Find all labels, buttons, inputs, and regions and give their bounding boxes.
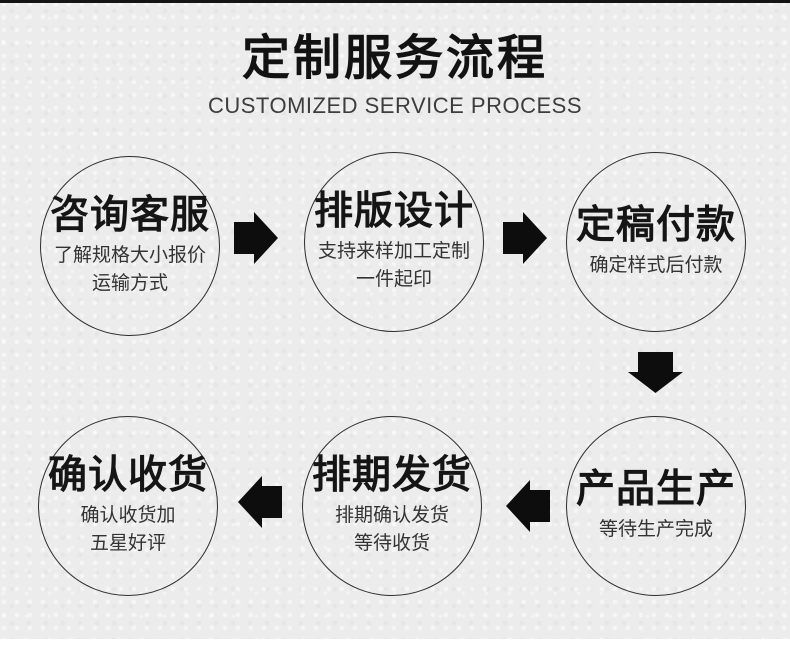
step-title: 咨询客服 (49, 193, 210, 237)
step-title: 排版设计 (313, 189, 474, 233)
step-title: 产品生产 (575, 467, 736, 511)
step-desc-line: 确认收货加 (80, 505, 176, 527)
step-desc-line: 等待收货 (353, 533, 430, 555)
step-circle-consult: 咨询客服 了解规格大小报价 运输方式 (40, 156, 220, 336)
top-border (0, 0, 790, 3)
step-title: 定稿付款 (575, 203, 736, 247)
arrow-right-icon (503, 212, 547, 264)
step-desc-line: 五星好评 (89, 533, 166, 555)
arrow-right-icon (234, 212, 278, 264)
bottom-white-strip (0, 639, 790, 648)
step-circle-shipping: 排期发货 排期确认发货 等待收货 (302, 416, 482, 596)
arrow-down-shape (628, 352, 683, 393)
page-subtitle: CUSTOMIZED SERVICE PROCESS (207, 92, 583, 118)
step-desc-line: 确定样式后付款 (589, 255, 723, 277)
step-circle-production: 产品生产 等待生产完成 (566, 416, 746, 596)
arrow-right-shape (234, 212, 278, 264)
step-title: 排期发货 (311, 453, 472, 497)
step-desc-line: 一件起印 (355, 269, 432, 291)
arrow-down-icon (628, 352, 683, 393)
step-circle-design: 排版设计 支持来样加工定制 一件起印 (304, 152, 484, 332)
step-desc-line: 了解规格大小报价 (53, 245, 206, 267)
page-title: 定制服务流程 (241, 32, 548, 85)
arrow-left-icon (506, 480, 550, 532)
arrow-right-shape (503, 212, 547, 264)
step-circle-receipt: 确认收货 确认收货加 五星好评 (38, 416, 218, 596)
arrow-left-shape (506, 480, 550, 532)
step-desc-line: 排期确认发货 (334, 505, 449, 527)
step-desc-line: 支持来样加工定制 (317, 241, 470, 263)
arrow-left-icon (238, 476, 282, 528)
step-title: 确认收货 (47, 453, 208, 497)
arrow-left-shape (238, 476, 282, 528)
step-desc-line: 等待生产完成 (598, 519, 713, 541)
step-circle-payment: 定稿付款 确定样式后付款 (566, 152, 746, 332)
header: 定制服务流程 CUSTOMIZED SERVICE PROCESS (0, 30, 790, 119)
step-desc-line: 运输方式 (91, 273, 168, 295)
